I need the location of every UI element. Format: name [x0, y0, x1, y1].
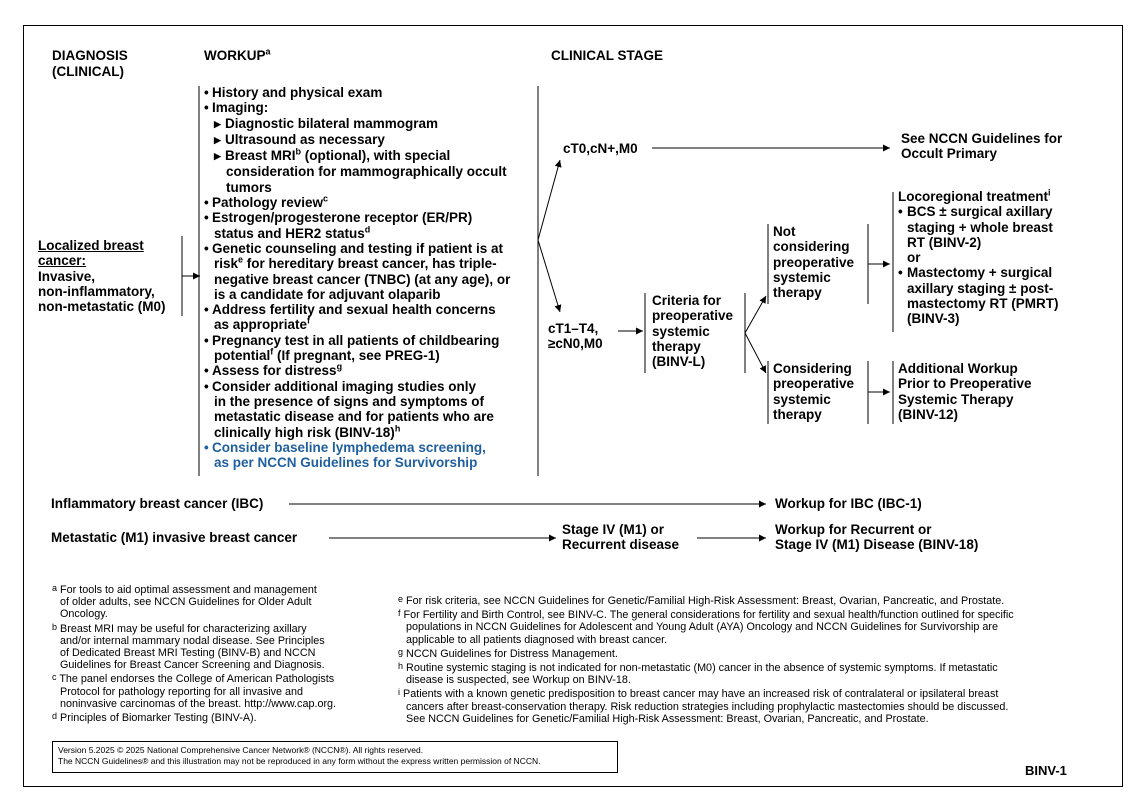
metastatic-stage: Stage IV (M1) or Recurrent disease: [562, 522, 680, 553]
metastatic-target: Workup for Recurrent or Stage IV (M1) Di…: [775, 522, 979, 553]
footnotes-left: a For tools to aid optimal assessment an…: [52, 583, 337, 725]
metastatic-label: Metastatic (M1) invasive breast cancer: [51, 530, 298, 545]
stage-ct0: cT0,cN+,M0: [563, 141, 638, 156]
criteria-to-notcons-arrow: [744, 295, 767, 334]
workup-item-history: •History and physical exam: [204, 85, 383, 100]
workup-item-pregnancy: •Pregnancy test in all patients of child…: [204, 332, 500, 348]
ibc-label: Inflammatory breast cancer (IBC): [51, 496, 264, 511]
outcome-occult-primary: See NCCN Guidelines for Occult Primary: [901, 131, 1063, 162]
additional-workup: Additional Workup Prior to Preoperative …: [898, 361, 1032, 422]
diagnosis-title-2: cancer:: [38, 253, 87, 269]
criteria-to-cons-arrow: [744, 332, 767, 374]
triangle-icon: ▶: [214, 118, 221, 129]
imaging-sub-mri: ▶Breast MRIb (optional), with special: [214, 146, 451, 164]
workup-item-pathology: •Pathology reviewc: [204, 193, 329, 211]
workup-list: •History and physical exam •Imaging: ▶Di…: [204, 85, 544, 470]
workup-item-imaging2: •Consider additional imaging studies onl…: [204, 378, 477, 394]
page-code: BINV-1: [1025, 763, 1067, 778]
page-frame: [23, 25, 1123, 787]
workup-item-fertility: •Address fertility and sexual health con…: [204, 302, 496, 318]
triangle-icon: ▶: [214, 151, 221, 162]
workup-item-distress: •Assess for distressg: [204, 361, 343, 379]
copyright-box: Version 5.2025 © 2025 National Comprehen…: [52, 741, 618, 773]
workup-item-imaging: •Imaging:: [204, 100, 269, 116]
considering-preoperative: Considering preoperative systemic therap…: [773, 361, 855, 422]
not-considering-preoperative: Not considering preoperative systemic th…: [773, 224, 855, 301]
workup-item-lymphedema: •Consider baseline lymphedema screening,: [204, 439, 486, 455]
workup-to-ct1-arrow: [537, 239, 562, 313]
imaging-sub-ultrasound: ▶Ultrasound as necessary: [214, 131, 385, 147]
diagnosis-localized: Localized breast cancer: Invasive, non-i…: [38, 238, 183, 314]
workup-item-er: •Estrogen/progesterone receptor (ER/PR): [204, 210, 473, 226]
locoregional-treatment: Locoregional treatmenti •BCS ± surgical …: [898, 187, 1059, 327]
footnotes-right: e For risk criteria, see NCCN Guidelines…: [398, 594, 1014, 725]
stage-ct1: cT1–T4, ≥cN0,M0: [548, 321, 603, 352]
workup-to-ct0-arrow: [537, 159, 562, 241]
workup-header: WORKUPa: [204, 46, 271, 63]
clinical-stage-header: CLINICAL STAGE: [551, 48, 664, 63]
criteria-preoperative: Criteria for preoperative systemic thera…: [652, 293, 734, 370]
ibc-target: Workup for IBC (IBC-1): [775, 496, 922, 511]
diagnosis-title: Localized breast: [38, 238, 144, 253]
imaging-sub-mammogram: ▶Diagnostic bilateral mammogram: [214, 115, 439, 131]
triangle-icon: ▶: [214, 134, 221, 145]
diagnosis-header: DIAGNOSIS (CLINICAL): [52, 48, 128, 79]
workup-item-genetic: •Genetic counseling and testing if patie…: [204, 240, 504, 256]
